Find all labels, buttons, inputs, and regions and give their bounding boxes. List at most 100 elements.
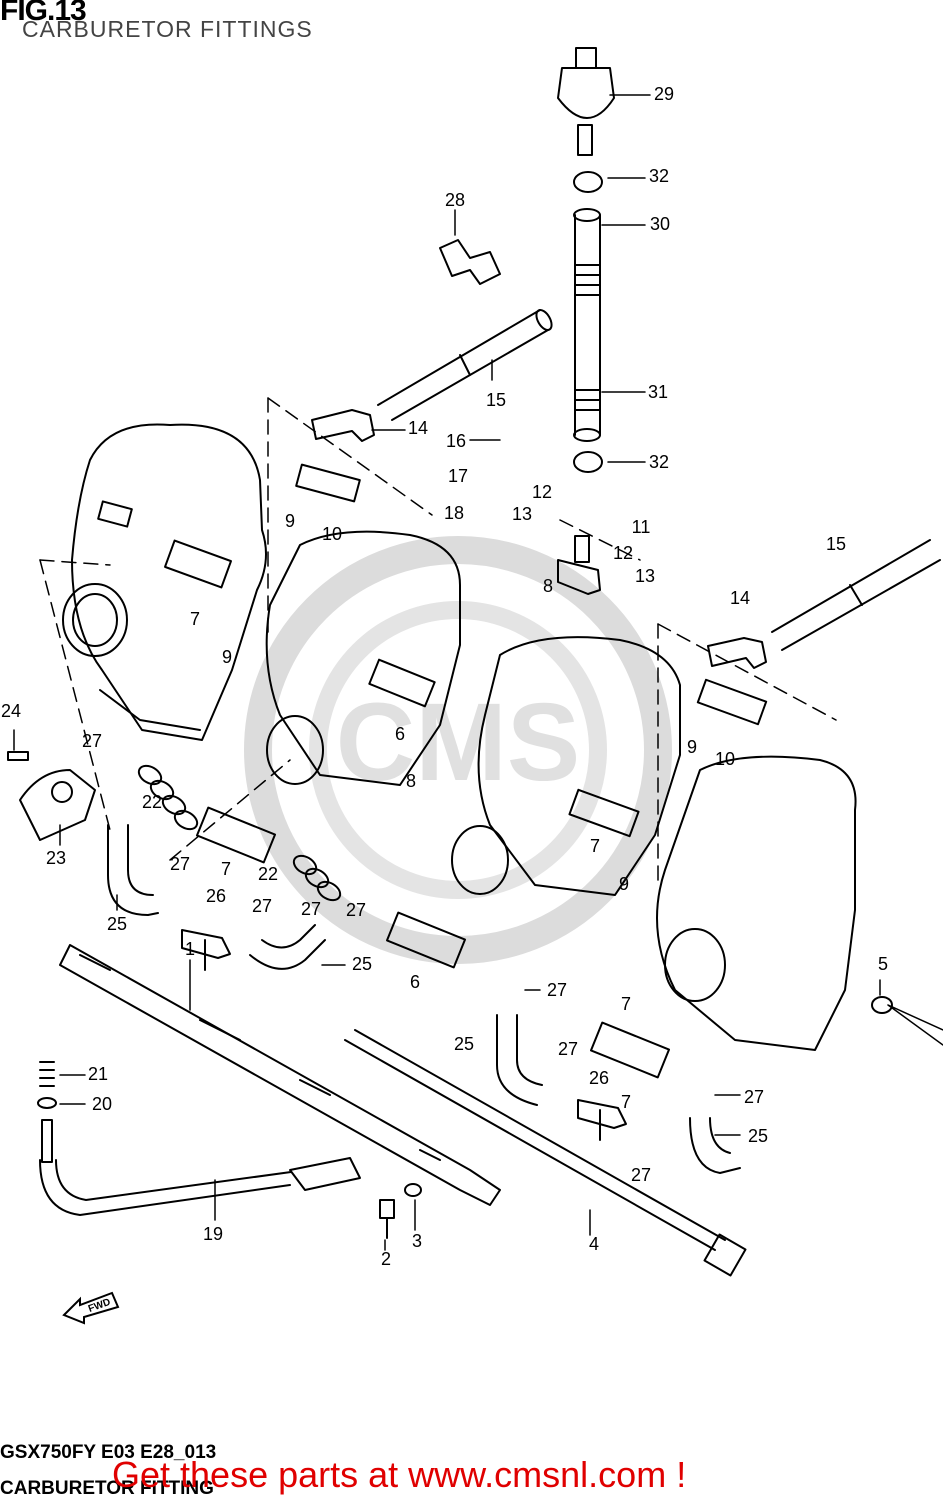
callout-18: 18	[444, 503, 464, 523]
sensor-23	[19, 769, 96, 841]
callout-27: 27	[346, 900, 366, 920]
clamp-32-top	[573, 171, 603, 193]
callout-27: 27	[547, 980, 567, 1000]
callout-25: 25	[352, 954, 372, 974]
callout-10: 10	[715, 749, 735, 769]
callout-26: 26	[589, 1068, 609, 1088]
callout-2: 2	[381, 1249, 391, 1269]
pipe-19	[41, 1119, 53, 1163]
washer-3	[404, 1183, 422, 1197]
callout-27: 27	[170, 854, 190, 874]
callout-30: 30	[650, 214, 670, 234]
callout-27: 27	[631, 1165, 651, 1185]
figure-title: CARBURETOR FITTINGS	[22, 16, 313, 42]
tee-14-right	[707, 637, 767, 669]
callout-8: 8	[406, 771, 416, 791]
callout-14: 14	[408, 418, 428, 438]
callout-23: 23	[46, 848, 66, 868]
callout-27: 27	[252, 896, 272, 916]
callout-24: 24	[1, 701, 21, 721]
hose-15-right	[771, 539, 941, 651]
callout-10: 10	[322, 524, 342, 544]
carburetor-3	[451, 636, 681, 896]
elbow-hose-25-d	[689, 1117, 741, 1174]
callout-25: 25	[454, 1034, 474, 1054]
callout-14: 14	[730, 588, 750, 608]
callout-1: 1	[185, 939, 195, 959]
carburetor-1	[62, 423, 267, 741]
callout-3: 3	[412, 1231, 422, 1251]
fuel-filter-29	[557, 47, 615, 156]
fuel-hose-30-31	[573, 208, 601, 442]
elbow-hose-25-b	[249, 924, 326, 970]
callout-25: 25	[107, 914, 127, 934]
callout-7: 7	[221, 859, 231, 879]
elbow-hose-25-a	[107, 824, 159, 916]
bracket-1	[59, 944, 501, 1206]
callout-6: 6	[395, 724, 405, 744]
callout-12: 12	[613, 543, 633, 563]
clamp-32-bottom	[573, 451, 603, 473]
callout-29: 29	[654, 84, 674, 104]
tee-14-left	[311, 409, 375, 442]
washer-5	[871, 996, 893, 1014]
callout-27: 27	[744, 1087, 764, 1107]
callout-27: 27	[301, 899, 321, 919]
carburetor-2	[265, 463, 461, 786]
callout-15: 15	[826, 534, 846, 554]
callout-9: 9	[285, 511, 295, 531]
callout-11: 11	[632, 517, 651, 537]
carburetor-4	[656, 678, 857, 1051]
callout-9: 9	[222, 647, 232, 667]
callout-7: 7	[621, 994, 631, 1014]
spring-22-a	[137, 764, 199, 831]
bolt-2	[379, 1199, 395, 1239]
callout-27: 27	[82, 731, 102, 751]
callout-25: 25	[748, 1126, 768, 1146]
bolt-4	[344, 1029, 747, 1277]
callout-7: 7	[621, 1092, 631, 1112]
tee-26-b	[577, 1099, 627, 1141]
hose-7-b	[590, 1021, 670, 1079]
callout-22: 22	[258, 864, 278, 884]
diagram-name: CARBURETOR FITTING	[0, 1478, 214, 1499]
callout-32: 32	[649, 452, 669, 472]
hose-7-a	[196, 806, 276, 864]
callout-19: 19	[203, 1224, 223, 1244]
callout-13: 13	[635, 566, 655, 586]
holder-28	[439, 239, 501, 285]
svg-text:CMS: CMS	[336, 681, 580, 804]
tee-26-a	[181, 929, 231, 971]
watermark-logo: CMS	[244, 536, 672, 964]
cta-link[interactable]: Get these parts at www.cmsnl.com !	[112, 1454, 687, 1495]
callout-27: 27	[558, 1039, 578, 1059]
hose-15-left	[377, 309, 553, 421]
callout-13: 13	[512, 504, 532, 524]
elbow-hose-25-c	[496, 1014, 543, 1106]
callout-7: 7	[590, 836, 600, 856]
valve-19	[289, 1157, 361, 1191]
callout-9: 9	[687, 737, 697, 757]
callout-4: 4	[589, 1234, 599, 1254]
callout-16: 16	[446, 431, 466, 451]
callout-9: 9	[619, 874, 629, 894]
tee-11	[557, 559, 601, 595]
callout-8: 8	[543, 576, 553, 596]
callout-32: 32	[649, 166, 669, 186]
callout-17: 17	[448, 466, 468, 486]
callout-6: 6	[410, 972, 420, 992]
screw-24	[7, 751, 29, 761]
washer-20	[37, 1097, 57, 1109]
callout-31: 31	[648, 382, 668, 402]
callout-12: 12	[532, 482, 552, 502]
spring-22-b	[292, 854, 342, 902]
callout-21: 21	[88, 1064, 108, 1084]
figure-label: FIG.13	[0, 0, 87, 27]
callout-28: 28	[445, 190, 465, 210]
hose-19	[39, 1159, 292, 1216]
spring-21	[39, 1061, 55, 1087]
callout-20: 20	[92, 1094, 112, 1114]
callout-26: 26	[206, 886, 226, 906]
